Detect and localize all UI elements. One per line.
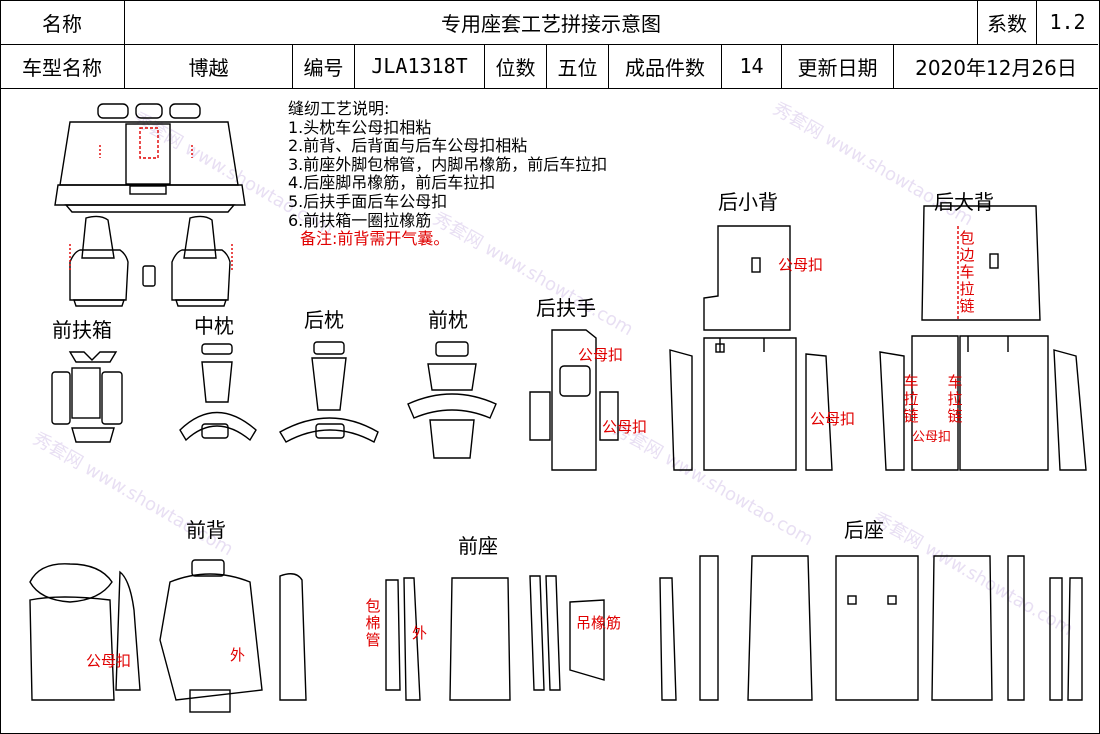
- seats-value: 五位: [547, 44, 609, 88]
- note-item: 2.前背、后背面与后车公母扣相粘: [288, 136, 528, 156]
- date-label: 更新日期: [782, 44, 894, 88]
- model-value: 博越: [125, 44, 293, 88]
- snap-annotation: 公母扣: [912, 430, 952, 445]
- header-row-1: 名称 专用座套工艺拼接示意图 系数 1.2: [0, 0, 1098, 45]
- label-front-back: 前背: [186, 518, 226, 542]
- pieces-label: 成品件数: [609, 44, 722, 88]
- front-headrest-pieces: [407, 341, 497, 459]
- snap-annotation: 公母扣: [86, 652, 132, 670]
- cotton-tube-annotation: 包棉管: [365, 597, 381, 649]
- model-label: 车型名称: [0, 44, 125, 88]
- label-front-seat: 前座: [458, 534, 498, 558]
- sheet-title: 专用座套工艺拼接示意图: [125, 0, 978, 44]
- label-mid-headrest: 中枕: [194, 314, 234, 338]
- rear-seat-pieces: [659, 555, 1083, 701]
- zipper-annotation: 车拉链: [903, 373, 919, 425]
- car-overview-illustration: [54, 103, 246, 307]
- code-value: JLA1318T: [355, 44, 485, 88]
- front-back-pieces: [29, 559, 307, 713]
- note-item: 3.前座外脚包棉管，内脚吊橡筋，前后车拉扣: [288, 154, 608, 174]
- note-item: 5.后扶手面后车公母扣: [288, 191, 448, 211]
- snap-annotation: 公母扣: [810, 410, 856, 428]
- rear-armrest-pieces: [529, 329, 619, 471]
- front-armbox-pieces: [51, 351, 123, 443]
- label-rear-seat: 后座: [844, 518, 884, 542]
- note-item: 4.后座脚吊橡筋，前后车拉扣: [288, 173, 496, 193]
- sewing-notes: 缝纫工艺说明: 1.头枕车公母扣相粘 2.前背、后背面与后车公母扣相粘 3.前座…: [288, 99, 608, 249]
- header-row-2: 车型名称 博越 编号 JLA1318T 位数 五位 成品件数 14 更新日期 2…: [0, 44, 1098, 89]
- name-label: 名称: [0, 0, 125, 44]
- coef-value: 1.2: [1049, 10, 1086, 34]
- pieces-value: 14: [722, 44, 782, 88]
- coef-label: 系数: [978, 0, 1037, 44]
- front-seat-pieces: [385, 575, 605, 701]
- outer-annotation: 外: [412, 624, 428, 642]
- edge-zipper-annotation: 包边车拉链: [959, 229, 975, 315]
- label-rear-big-back: 后大背: [934, 190, 994, 214]
- code-label: 编号: [293, 44, 355, 88]
- rear-big-back-pieces: [879, 205, 1087, 471]
- label-front-armbox: 前扶箱: [52, 318, 112, 342]
- notes-heading: 缝纫工艺说明:: [288, 99, 390, 118]
- notes-remark: 备注:前背需开气囊。: [300, 229, 450, 249]
- rear-small-back-pieces: [669, 225, 833, 471]
- note-item: 6.前扶箱一圈拉橡筋: [288, 210, 432, 230]
- label-front-headrest: 前枕: [428, 308, 468, 332]
- mid-headrest-pieces: [179, 343, 257, 442]
- zipper-annotation: 车拉链: [947, 373, 963, 425]
- seats-label: 位数: [485, 44, 547, 88]
- label-rear-small-back: 后小背: [718, 190, 778, 214]
- date-value: 2020年12月26日: [915, 55, 1077, 80]
- label-rear-armrest: 后扶手: [536, 296, 596, 320]
- bungee-annotation: 吊橡筋: [576, 614, 622, 632]
- snap-annotation: 公母扣: [602, 418, 648, 436]
- snap-annotation: 公母扣: [778, 256, 824, 274]
- label-rear-headrest: 后枕: [304, 308, 344, 332]
- outer-annotation: 外: [230, 646, 246, 664]
- note-item: 1.头枕车公母扣相粘: [288, 117, 432, 137]
- snap-annotation: 公母扣: [578, 346, 624, 364]
- rear-headrest-pieces: [279, 341, 379, 443]
